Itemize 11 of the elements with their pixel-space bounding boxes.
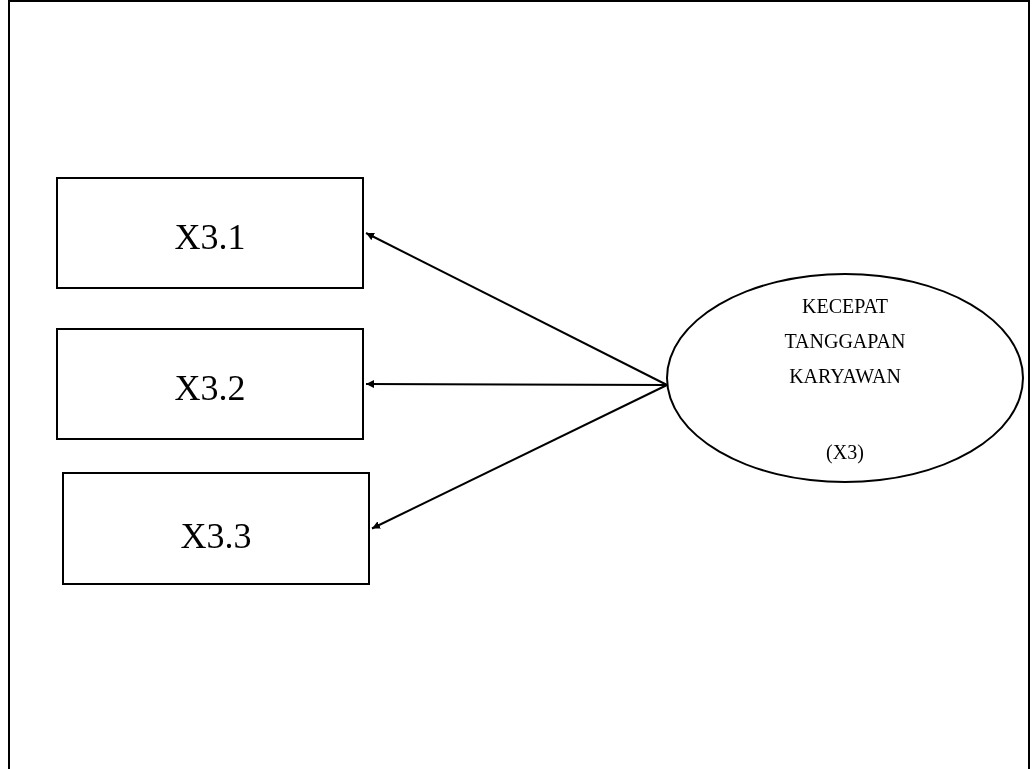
variable-label: KECEPAT TANGGAPAN KARYAWAN <box>783 294 907 389</box>
arrow <box>365 232 668 386</box>
indicator-label: X3.2 <box>174 370 246 406</box>
arrow <box>365 380 668 389</box>
arrow <box>371 384 668 530</box>
indicator-box <box>56 328 364 440</box>
indicator-label: X3.1 <box>174 219 246 255</box>
variable-label: (X3) <box>825 440 865 466</box>
indicator-box <box>62 472 370 585</box>
indicator-label: X3.3 <box>180 517 252 554</box>
indicator-box <box>56 177 364 289</box>
